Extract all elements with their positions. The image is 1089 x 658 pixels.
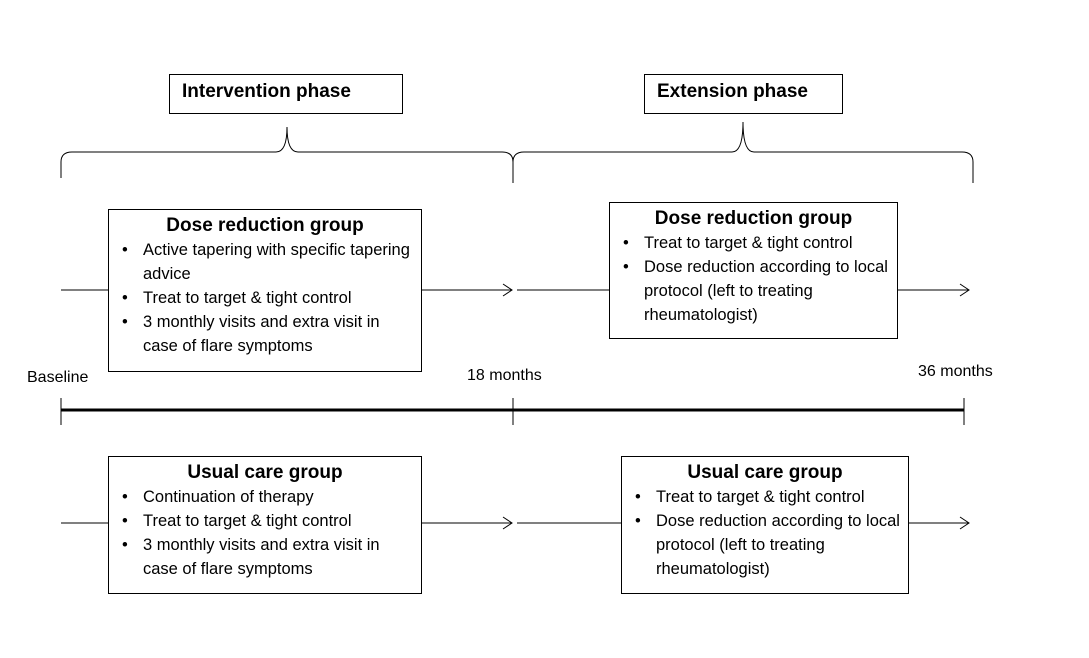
bullet-item: 3 monthly visits and extra visit in case… — [117, 533, 413, 581]
group-title: Dose reduction group — [166, 215, 364, 236]
bullet-item: 3 monthly visits and extra visit in case… — [117, 310, 413, 358]
group-title: Dose reduction group — [654, 208, 853, 229]
dose-row-arrowhead-18 — [502, 283, 513, 297]
bullet-item: Continuation of therapy — [117, 485, 413, 509]
usual-row-arrowhead-36 — [959, 516, 970, 530]
bullet-item: Treat to target & tight control — [630, 485, 900, 509]
extension-phase-label: Extension phase — [644, 74, 843, 114]
timeline-label-baseline: Baseline — [27, 369, 89, 386]
timeline-label-36-months: 36 months — [918, 363, 993, 380]
bullet-item: Treat to target & tight control — [618, 231, 889, 255]
bullet-item: Treat to target & tight control — [117, 509, 413, 533]
bullet-item: Treat to target & tight control — [117, 286, 413, 310]
intervention-dose-reduction-box: Dose reduction group Active tapering wit… — [108, 209, 422, 372]
group-title: Usual care group — [187, 462, 343, 483]
intervention-usual-care-box: Usual care group Continuation of therapy… — [108, 456, 422, 594]
bullet-item: Dose reduction according to local protoc… — [630, 509, 900, 581]
timeline-label-18-months: 18 months — [467, 367, 542, 384]
extension-phase-brace — [512, 121, 974, 183]
extension-usual-care-box: Usual care group Treat to target & tight… — [621, 456, 909, 594]
bullet-item: Active tapering with specific tapering a… — [117, 238, 413, 286]
dose-row-arrowhead-36 — [959, 283, 970, 297]
intervention-phase-label: Intervention phase — [169, 74, 403, 114]
intervention-phase-brace — [60, 126, 514, 178]
usual-row-arrowhead-18 — [502, 516, 513, 530]
bullet-item: Dose reduction according to local protoc… — [618, 255, 889, 327]
extension-dose-reduction-box: Dose reduction group Treat to target & t… — [609, 202, 898, 339]
group-title: Usual care group — [687, 462, 843, 483]
